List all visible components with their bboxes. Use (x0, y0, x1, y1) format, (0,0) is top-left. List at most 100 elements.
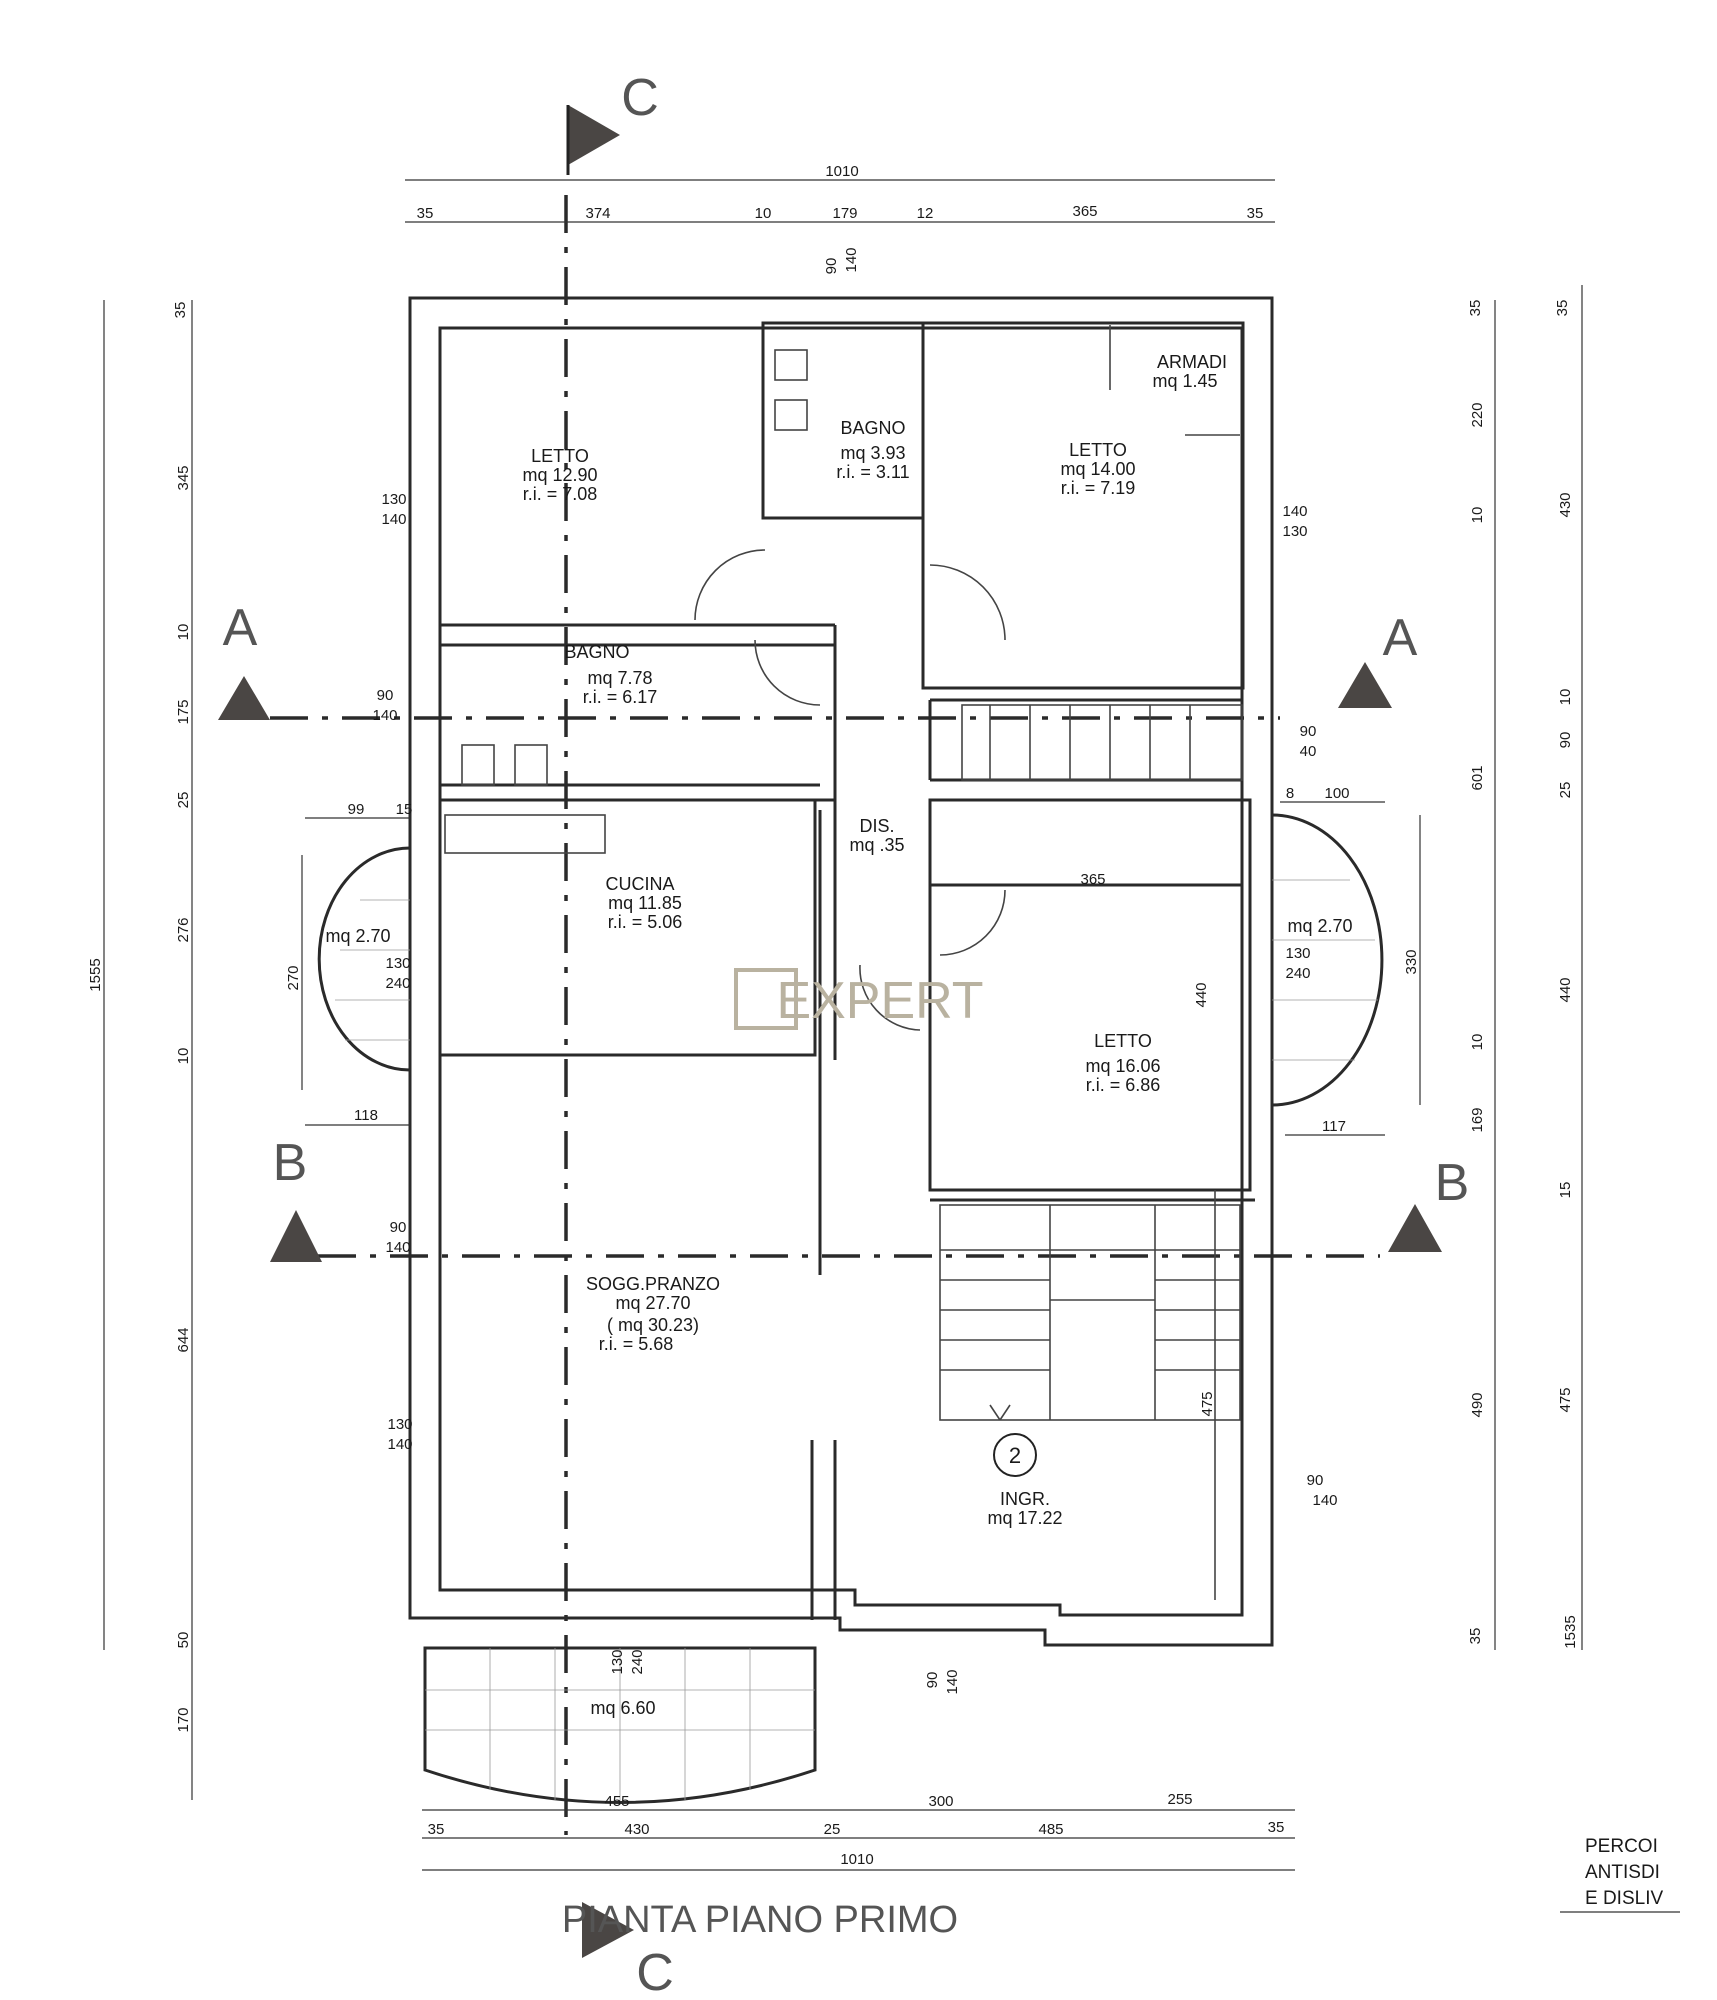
dim-top-part: 10 (755, 205, 772, 222)
dim-window: 240 (1285, 965, 1310, 982)
dim-window-terrace: 240 (629, 1649, 646, 1674)
dim-left-part: 170 (175, 1707, 192, 1732)
dim-window-top: 140 (843, 247, 860, 272)
room-name: SOGG.PRANZO (586, 1274, 720, 1294)
watermark-text: EXPERT (776, 972, 983, 1030)
dim-bottom-row2: 25 (824, 1821, 841, 1838)
dim-right-outer: 440 (1557, 977, 1574, 1002)
dim-window: 130 (1285, 945, 1310, 962)
dim-right-outer: 25 (1557, 782, 1574, 799)
room-area-alt: ( mq 30.23) (607, 1315, 699, 1335)
dim-letto3-height: 440 (1193, 982, 1210, 1007)
dim-letto3-width: 365 (1080, 871, 1105, 888)
balcony-right-area: mq 2.70 (1287, 916, 1352, 936)
dim-bottom-row1: 300 (928, 1793, 953, 1810)
room-name: LETTO (531, 446, 589, 466)
note-line: PERCOI (1585, 1836, 1658, 1857)
room-letto-1: LETTO mq 12.90 r.i. = 7.08 (522, 446, 597, 504)
room-name: ARMADI (1157, 352, 1227, 372)
dim-window: 140 (1282, 503, 1307, 520)
dim-window: 240 (385, 975, 410, 992)
kitchen-counter (444, 814, 606, 854)
dim-window: 140 (372, 707, 397, 724)
dim-window: 140 (381, 511, 406, 528)
dim-balcony: 118 (354, 1107, 378, 1124)
dim-right-inner: 220 (1469, 402, 1486, 427)
dim-top-part: 35 (417, 205, 434, 222)
dim-right-outer: 15 (1557, 1182, 1574, 1199)
room-name: DIS. (859, 816, 894, 836)
door-swings (694, 549, 1006, 1031)
room-area: mq 27.70 (615, 1293, 690, 1313)
dim-window: 90 (390, 1219, 407, 1236)
room-area: mq 12.90 (522, 465, 597, 485)
room-ri: r.i. = 6.86 (1086, 1075, 1161, 1095)
room-letto-2: LETTO mq 14.00 r.i. = 7.19 (1060, 440, 1135, 498)
dim-balcony: 8 (1286, 785, 1294, 802)
section-label-c-bottom: C (636, 1944, 674, 2000)
dim-left-total: 1555 (87, 958, 104, 991)
dim-window-terrace: 130 (609, 1649, 626, 1674)
dim-right-inner: 601 (1469, 765, 1486, 790)
room-dis: DIS. mq .35 (849, 816, 904, 855)
room-ri: r.i. = 3.11 (836, 462, 909, 482)
section-marker-a-right: A (1338, 609, 1418, 708)
dimension-lines (103, 179, 1583, 1871)
room-name: BAGNO (840, 418, 905, 438)
bathroom-fixtures (461, 349, 808, 786)
dim-right-inner: 35 (1467, 300, 1484, 317)
room-area: mq 16.06 (1085, 1056, 1160, 1076)
dim-window: 130 (387, 1416, 412, 1433)
dim-left-part: 644 (175, 1327, 192, 1352)
room-ri: r.i. = 7.08 (523, 484, 598, 504)
room-area: mq 17.22 (987, 1508, 1062, 1528)
section-label-b-right: B (1435, 1154, 1470, 1212)
dim-balcony: 270 (285, 965, 302, 990)
room-ri: r.i. = 6.17 (583, 687, 658, 707)
dim-balcony: 100 (1324, 785, 1349, 802)
dim-right-outer: 475 (1557, 1387, 1574, 1412)
dim-top-part: 374 (585, 205, 610, 222)
dim-top-part: 179 (832, 205, 857, 222)
dim-window-top: 90 (823, 258, 840, 275)
dim-window-bottom: 140 (944, 1669, 961, 1694)
section-marker-b-right: B (1388, 1154, 1469, 1252)
dim-bottom-row2: 35 (1268, 1819, 1285, 1836)
dim-left-part: 35 (172, 302, 189, 319)
dim-right-outer: 1535 (1562, 1615, 1579, 1648)
dim-bottom-row1: 455 (604, 1793, 629, 1810)
room-cucina: CUCINA mq 11.85 r.i. = 5.06 (605, 874, 682, 932)
dim-right-outer: 35 (1554, 300, 1571, 317)
dim-left-part: 25 (175, 792, 192, 809)
terrace-area: mq 6.60 (590, 1698, 655, 1718)
dim-right-inner: 10 (1469, 507, 1486, 524)
dim-top-total: 1010 (825, 163, 858, 180)
dim-stair: 475 (1199, 1391, 1216, 1416)
dim-window: 140 (387, 1436, 412, 1453)
note-line: ANTISDI (1585, 1862, 1660, 1883)
expert-logo: EXPERT (734, 968, 984, 1030)
dim-top-part: 12 (917, 205, 934, 222)
dim-bottom-row2: 485 (1038, 1821, 1063, 1838)
dim-balcony: 117 (1322, 1118, 1346, 1135)
balcony-right (1271, 813, 1384, 1107)
dim-left-part: 276 (175, 917, 192, 942)
dim-window: 90 (1300, 723, 1317, 740)
dim-right-inner: 490 (1469, 1392, 1486, 1417)
stairs (939, 704, 1243, 1421)
note-line: E DISLIV (1585, 1888, 1663, 1909)
dim-balcony: 99 (348, 801, 365, 818)
room-ri: r.i. = 5.68 (599, 1334, 674, 1354)
room-ingresso: 2 INGR. mq 17.22 (987, 1433, 1063, 1528)
dim-bottom-row2: 430 (624, 1821, 649, 1838)
room-soggiorno: SOGG.PRANZO mq 27.70 ( mq 30.23) r.i. = … (586, 1274, 720, 1354)
dim-right-inner: 169 (1469, 1107, 1486, 1132)
dim-window: 130 (381, 491, 406, 508)
dim-right-inner: 10 (1469, 1034, 1486, 1051)
section-marker-c-bottom: C (582, 1902, 674, 2000)
dim-bottom-row2: 35 (428, 1821, 445, 1838)
dim-balcony: 330 (1403, 949, 1420, 974)
room-name: BAGNO (564, 642, 629, 662)
dim-window: 140 (385, 1239, 410, 1256)
